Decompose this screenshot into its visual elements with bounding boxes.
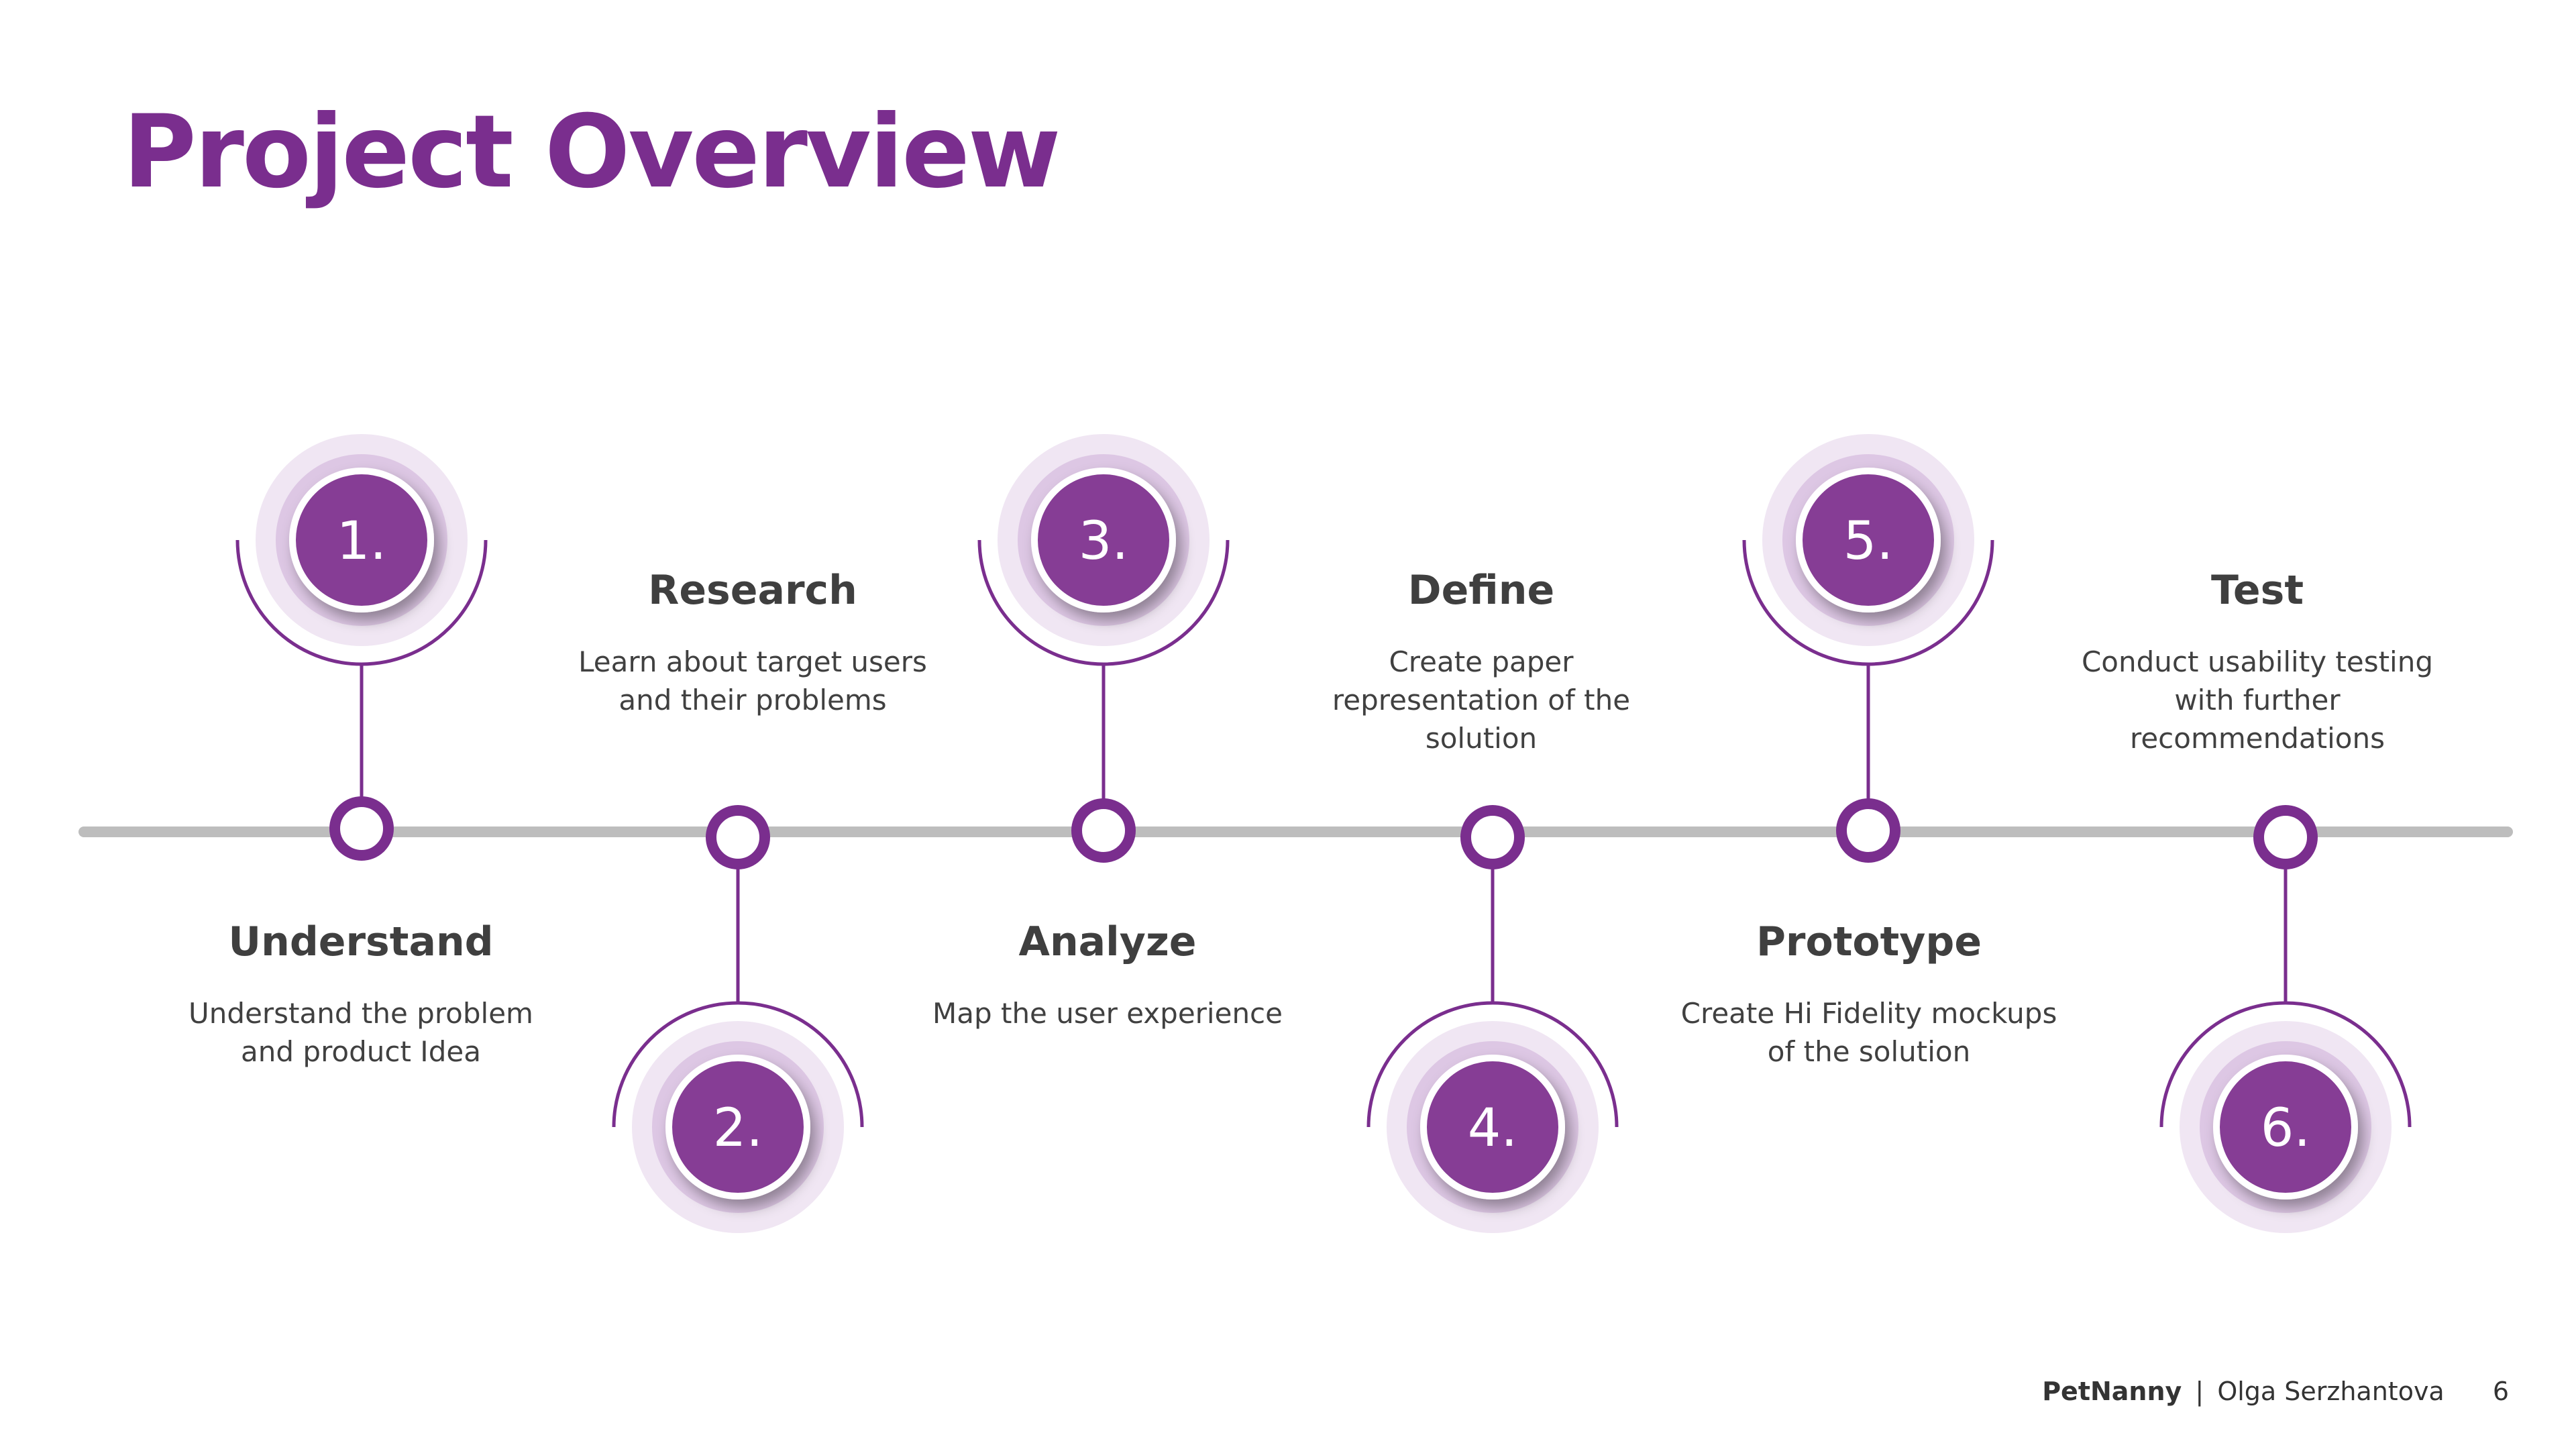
step-4-description: Create paper representation of the solut…: [1332, 645, 1631, 755]
step-5-number: 5.: [1843, 511, 1893, 572]
step-5-timeline-dot: [1836, 798, 1900, 863]
footer-brand: PetNanny: [2042, 1377, 2182, 1406]
step-4-arc: [1366, 1001, 1619, 1128]
step-3-description: Map the user experience: [932, 997, 1283, 1030]
step-5-text: Prototype Create Hi Fidelity mockups of …: [1661, 918, 2077, 1071]
slide-title: Project Overview: [123, 94, 1061, 211]
step-3-text: Analyze Map the user experience: [900, 918, 1316, 1032]
step-6-text: Test Conduct usability testing with furt…: [2049, 566, 2465, 757]
step-2-description: Learn about target users and their probl…: [578, 645, 927, 716]
step-4-text: Define Create paper representation of th…: [1273, 566, 1689, 757]
step-2-number: 2.: [713, 1098, 763, 1159]
step-4-timeline-dot: [1460, 805, 1525, 869]
step-2-circle: [665, 1055, 810, 1200]
step-4-title: Define: [1407, 567, 1555, 614]
step-4-number: 4.: [1468, 1098, 1517, 1159]
step-6-title: Test: [2210, 567, 2304, 614]
step-3-arc: [977, 539, 1230, 666]
step-1-description: Understand the problem and product Idea: [189, 997, 533, 1068]
step-2-title: Research: [648, 567, 857, 614]
step-6-circle: [2213, 1055, 2358, 1200]
step-5-circle: [1796, 468, 1941, 612]
step-5-arc: [1742, 539, 1994, 666]
step-3-circle: [1031, 468, 1176, 612]
step-6-arc: [2159, 1001, 2412, 1128]
slide-footer: PetNanny | Olga Serzhantova 6: [2042, 1377, 2509, 1406]
step-2-arc: [612, 1001, 864, 1128]
step-1-title: Understand: [228, 918, 494, 965]
page-number: 6: [2492, 1377, 2509, 1406]
step-2-timeline-dot: [706, 805, 770, 869]
step-4-circle: [1420, 1055, 1565, 1200]
step-5-title: Prototype: [1756, 918, 1982, 965]
step-1-text: Understand Understand the problem and pr…: [153, 918, 569, 1071]
step-2-text: Research Learn about target users and th…: [545, 566, 961, 719]
step-6-timeline-dot: [2253, 805, 2318, 869]
step-1-number: 1.: [337, 511, 386, 572]
footer-author: Olga Serzhantova: [2217, 1377, 2445, 1406]
step-1-arc: [235, 539, 488, 666]
step-3-number: 3.: [1079, 511, 1128, 572]
footer-separator: |: [2195, 1377, 2204, 1406]
step-5-description: Create Hi Fidelity mockups of the soluti…: [1680, 997, 2057, 1068]
step-3-timeline-dot: [1071, 798, 1136, 863]
step-6-description: Conduct usability testing with further r…: [2081, 645, 2433, 755]
step-3-title: Analyze: [1018, 918, 1197, 965]
step-6-number: 6.: [2261, 1098, 2310, 1159]
step-1-circle: [289, 468, 434, 612]
step-1-timeline-dot: [329, 796, 394, 861]
